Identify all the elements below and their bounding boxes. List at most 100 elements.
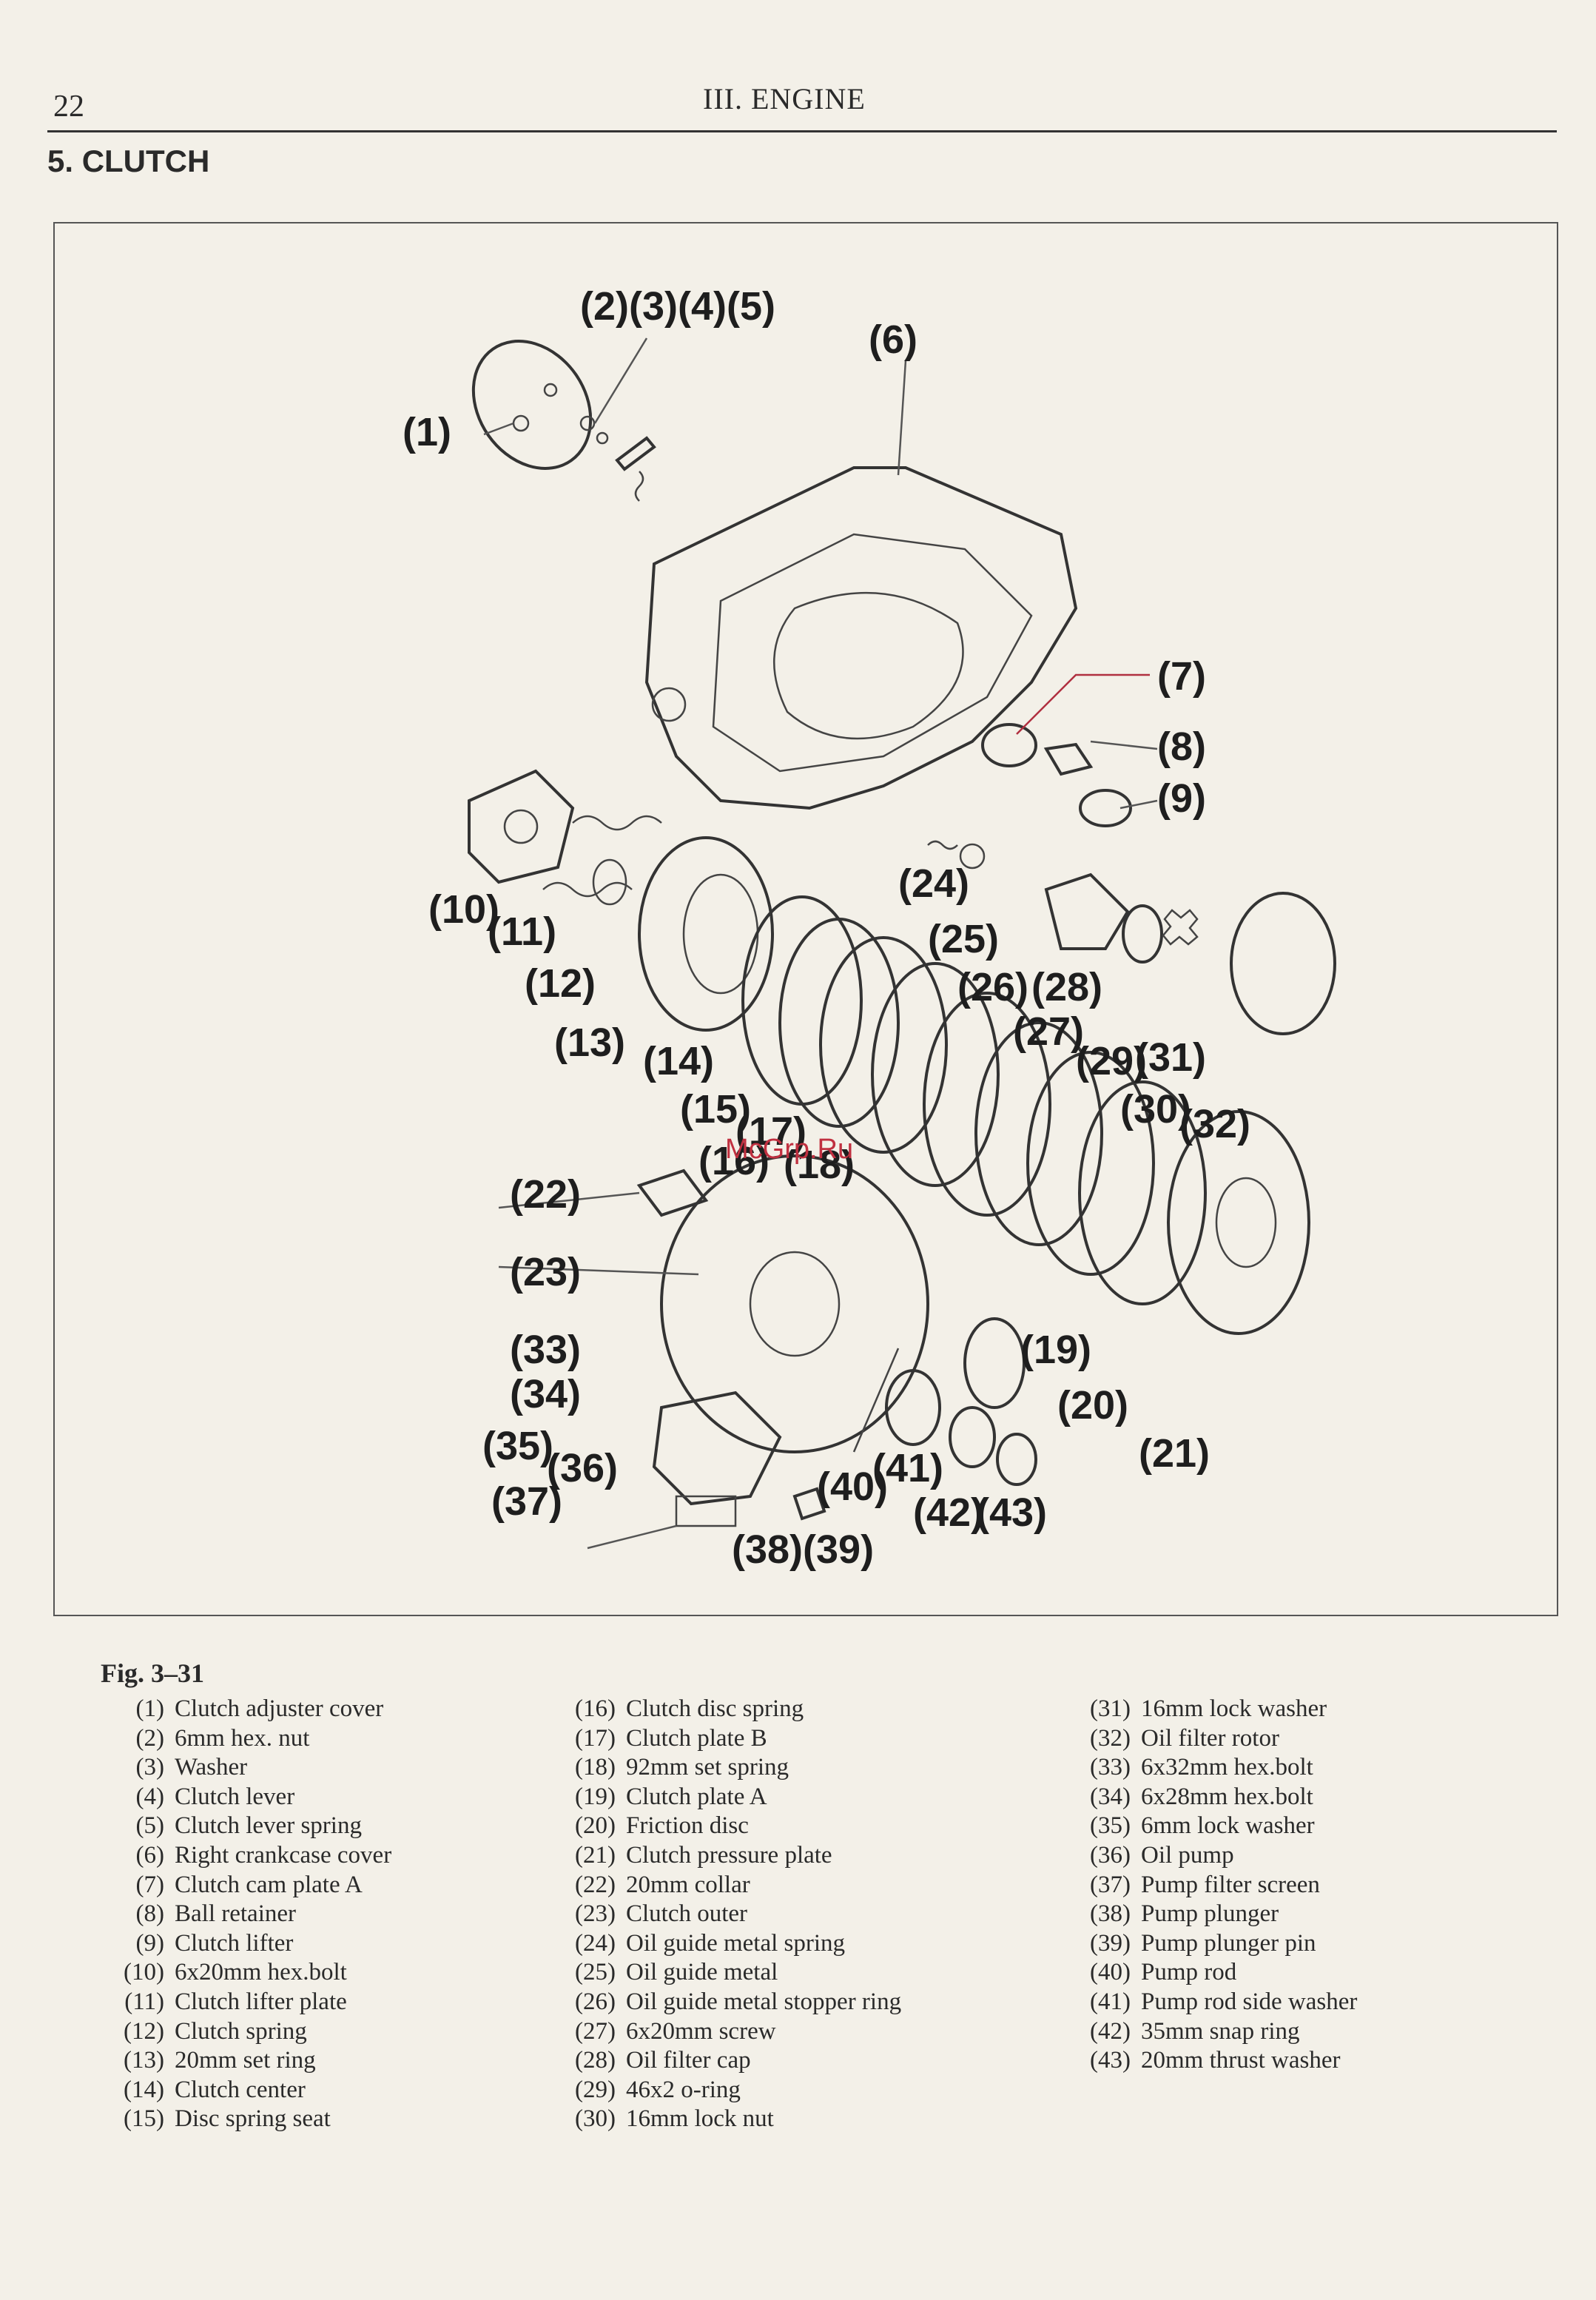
callout-20: (20) bbox=[1057, 1383, 1128, 1428]
legend-item-label: Clutch center bbox=[175, 2076, 306, 2103]
watermark: McGrp.Ru bbox=[725, 1134, 854, 1165]
legend-item-label: 20mm collar bbox=[626, 1871, 750, 1898]
legend-item: (41)Pump rod side washer bbox=[1077, 1988, 1357, 2017]
legend-item: (38)Pump plunger bbox=[1077, 1900, 1357, 1929]
legend-item-label: 20mm set ring bbox=[175, 2047, 316, 2074]
page-number: 22 bbox=[53, 90, 84, 124]
legend-item-label: Oil guide metal stopper ring bbox=[626, 1988, 902, 2015]
legend-item-number: (1) bbox=[135, 1695, 164, 1722]
legend-item: (25) Oil guide metal bbox=[562, 1958, 901, 1988]
legend-item: (31)16mm lock washer bbox=[1077, 1695, 1357, 1724]
legend-item-number: (5) bbox=[135, 1812, 164, 1840]
legend-item-number: (7) bbox=[135, 1871, 164, 1898]
legend-item-number: (32) bbox=[1090, 1724, 1131, 1752]
legend-item: (33) 6x32mm hex.bolt bbox=[1077, 1753, 1357, 1783]
callout-14: (14) bbox=[643, 1039, 714, 1083]
legend-item: (23)Clutch outer bbox=[562, 1900, 901, 1929]
legend-item: (27) 6x20mm screw bbox=[562, 2017, 901, 2047]
legend-item-number: (38) bbox=[1090, 1900, 1131, 1928]
callout-33: (33) bbox=[510, 1328, 581, 1372]
legend-item-label: 6x32mm hex.bolt bbox=[1141, 1754, 1313, 1781]
legend-item-label: 35mm snap ring bbox=[1141, 2017, 1300, 2045]
callout-41: (41) bbox=[872, 1446, 943, 1490]
clutch-center-drawing bbox=[638, 836, 774, 1032]
callout-10: (10) bbox=[428, 887, 499, 932]
legend-item-number: (8) bbox=[135, 1900, 164, 1928]
legend-item-number: (42) bbox=[1090, 2017, 1131, 2045]
legend-item-number: (37) bbox=[1090, 1871, 1131, 1898]
legend-item-number: (4) bbox=[135, 1783, 164, 1810]
exploded-view-diagram: (1) (2)(3)(4)(5) (6) (7) (8) (9) (10) (1… bbox=[403, 284, 1336, 1572]
legend-item-label: Clutch outer bbox=[626, 1900, 748, 1928]
callout-18: (18) bbox=[784, 1143, 855, 1187]
callout-29: (29) bbox=[1076, 1039, 1147, 1083]
legend-item: (24) Oil guide metal spring bbox=[562, 1929, 901, 1959]
legend-item: (30)16mm lock nut bbox=[562, 2105, 901, 2134]
legend-item-number: (25) bbox=[575, 1959, 616, 1986]
callout-36: (36) bbox=[547, 1446, 618, 1490]
legend-item: (12)Clutch spring bbox=[111, 2017, 391, 2047]
legend-item: (14)Clutch center bbox=[111, 2076, 391, 2105]
legend-item-number: (43) bbox=[1090, 2047, 1131, 2074]
legend-item-label: 46x2 o-ring bbox=[626, 2076, 741, 2103]
legend-item-number: (12) bbox=[124, 2017, 164, 2045]
legend-item-number: (35) bbox=[1090, 1812, 1131, 1840]
legend-item-number: (27) bbox=[575, 2017, 616, 2045]
callout-11: (11) bbox=[488, 909, 556, 954]
oil-filter-assembly-drawing bbox=[927, 840, 1336, 1035]
legend-item-label: 6x28mm hex.bolt bbox=[1141, 1783, 1313, 1810]
legend-item-number: (29) bbox=[575, 2076, 616, 2103]
clutch-adjuster-cover-drawing bbox=[471, 340, 593, 470]
legend-item: (4)Clutch lever bbox=[111, 1783, 391, 1812]
legend-item-label: Pump rod bbox=[1141, 1959, 1237, 1986]
callout-43: (43) bbox=[976, 1490, 1047, 1535]
callout-25: (25) bbox=[928, 917, 999, 961]
legend-item: (39)Pump plunger pin bbox=[1077, 1929, 1357, 1959]
exploded-view-figure: (1) (2)(3)(4)(5) (6) (7) (8) (9) (10) (1… bbox=[53, 222, 1558, 1616]
legend-item-label: 6x20mm screw bbox=[626, 2017, 776, 2045]
legend-item: (8)Ball retainer bbox=[111, 1900, 391, 1929]
callout-42: (42) bbox=[913, 1490, 984, 1535]
legend-item-label: Friction disc bbox=[626, 1812, 749, 1840]
legend-item-label: Clutch plate B bbox=[626, 1724, 767, 1752]
legend-column-1: (1)Clutch adjuster cover(2)6mm hex. nut(… bbox=[111, 1695, 391, 2134]
legend-item: (37) Pump filter screen bbox=[1077, 1871, 1357, 1900]
legend-item-number: (24) bbox=[575, 1929, 616, 1957]
legend-item-label: Clutch lifter bbox=[175, 1929, 294, 1957]
small-fasteners-drawing bbox=[579, 415, 656, 502]
section-title: 5. CLUTCH bbox=[47, 144, 210, 178]
legend-item: (10)6x20mm hex.bolt bbox=[111, 1958, 391, 1988]
oil-pump-assembly-drawing bbox=[652, 1317, 1037, 1527]
callout-26: (26) bbox=[957, 965, 1028, 1009]
legend-item-label: Pump filter screen bbox=[1141, 1871, 1320, 1898]
legend-item-number: (34) bbox=[1090, 1783, 1131, 1810]
callout-34: (34) bbox=[510, 1372, 581, 1416]
legend-item: (35)6mm lock washer bbox=[1077, 1812, 1357, 1841]
callout-13: (13) bbox=[554, 1020, 625, 1065]
legend-item: (7) Clutch cam plate A bbox=[111, 1871, 391, 1900]
collar-and-clutch-outer-drawing bbox=[636, 1154, 929, 1453]
legend-item-number: (3) bbox=[135, 1754, 164, 1781]
legend-item-label: Oil pump bbox=[1141, 1841, 1234, 1869]
legend-item: (16)Clutch disc spring bbox=[562, 1695, 901, 1724]
legend-item-number: (26) bbox=[575, 1988, 616, 2015]
callout-38-39: (38)(39) bbox=[732, 1527, 874, 1572]
legend-item-number: (33) bbox=[1090, 1754, 1131, 1781]
callout-32: (32) bbox=[1179, 1102, 1250, 1146]
running-head: III. ENGINE bbox=[703, 82, 866, 115]
legend-item-label: Clutch disc spring bbox=[626, 1695, 804, 1722]
legend-item-label: Oil guide metal spring bbox=[626, 1929, 846, 1957]
legend-item-label: Disc spring seat bbox=[175, 2105, 331, 2133]
legend-item-label: Clutch cam plate A bbox=[175, 1871, 363, 1898]
legend-item-number: (18) bbox=[575, 1754, 616, 1781]
legend-item-label: Oil guide metal bbox=[626, 1959, 778, 1986]
legend-item: (34) 6x28mm hex.bolt bbox=[1077, 1783, 1357, 1812]
callout-35: (35) bbox=[482, 1424, 553, 1468]
legend-item-label: Right crankcase cover bbox=[175, 1841, 392, 1869]
legend-item-label: Oil filter rotor bbox=[1141, 1724, 1279, 1752]
legend-item: (9)Clutch lifter bbox=[111, 1929, 391, 1959]
callout-17: (17) bbox=[735, 1109, 807, 1154]
legend-item: (43)20mm thrust washer bbox=[1077, 2046, 1357, 2076]
legend-item: (2)6mm hex. nut bbox=[111, 1724, 391, 1754]
legend-item-number: (10) bbox=[124, 1959, 164, 1986]
